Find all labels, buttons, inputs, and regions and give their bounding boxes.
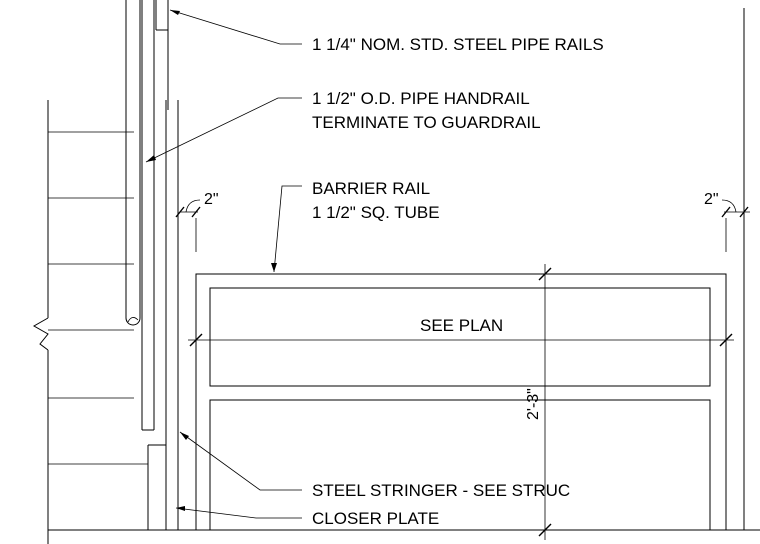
arrow-barrier-rail <box>271 263 277 272</box>
width-dimension-label: SEE PLAN <box>420 316 503 335</box>
gap-left-label: 2" <box>204 191 219 208</box>
steel-stringer <box>147 100 179 530</box>
note-barrier-line1: BARRIER RAIL <box>312 179 430 198</box>
arrow-handrail <box>146 155 156 162</box>
arrow-closer-plate <box>176 506 185 511</box>
note-stringer: STEEL STRINGER - SEE STRUC <box>312 481 570 500</box>
note-handrail-line1: 1 1/2" O.D. PIPE HANDRAIL <box>312 89 530 108</box>
note-handrail-line2: TERMINATE TO GUARDRAIL <box>312 113 541 132</box>
note-barrier-line2: 1 1/2" SQ. TUBE <box>312 203 440 222</box>
pipe-handrail <box>125 0 141 326</box>
gap-right-label: 2" <box>704 191 719 208</box>
note-pipe-rails: 1 1/4" NOM. STD. STEEL PIPE RAILS <box>312 35 604 54</box>
masonry-wall <box>32 100 148 544</box>
leader-lines <box>145 9 302 519</box>
dimension-width <box>188 333 734 347</box>
steel-pipe-rails <box>141 0 169 530</box>
dimension-gap-right <box>721 199 750 252</box>
arrow-stringer <box>180 432 189 440</box>
height-dimension-label: 2'-3" <box>525 388 542 420</box>
note-closer-plate: CLOSER PLATE <box>312 509 439 528</box>
dimension-gap-left <box>175 199 201 252</box>
dimension-height <box>538 264 552 540</box>
barrier-rail-frame <box>195 273 727 531</box>
arrow-pipe-rails <box>170 10 180 15</box>
